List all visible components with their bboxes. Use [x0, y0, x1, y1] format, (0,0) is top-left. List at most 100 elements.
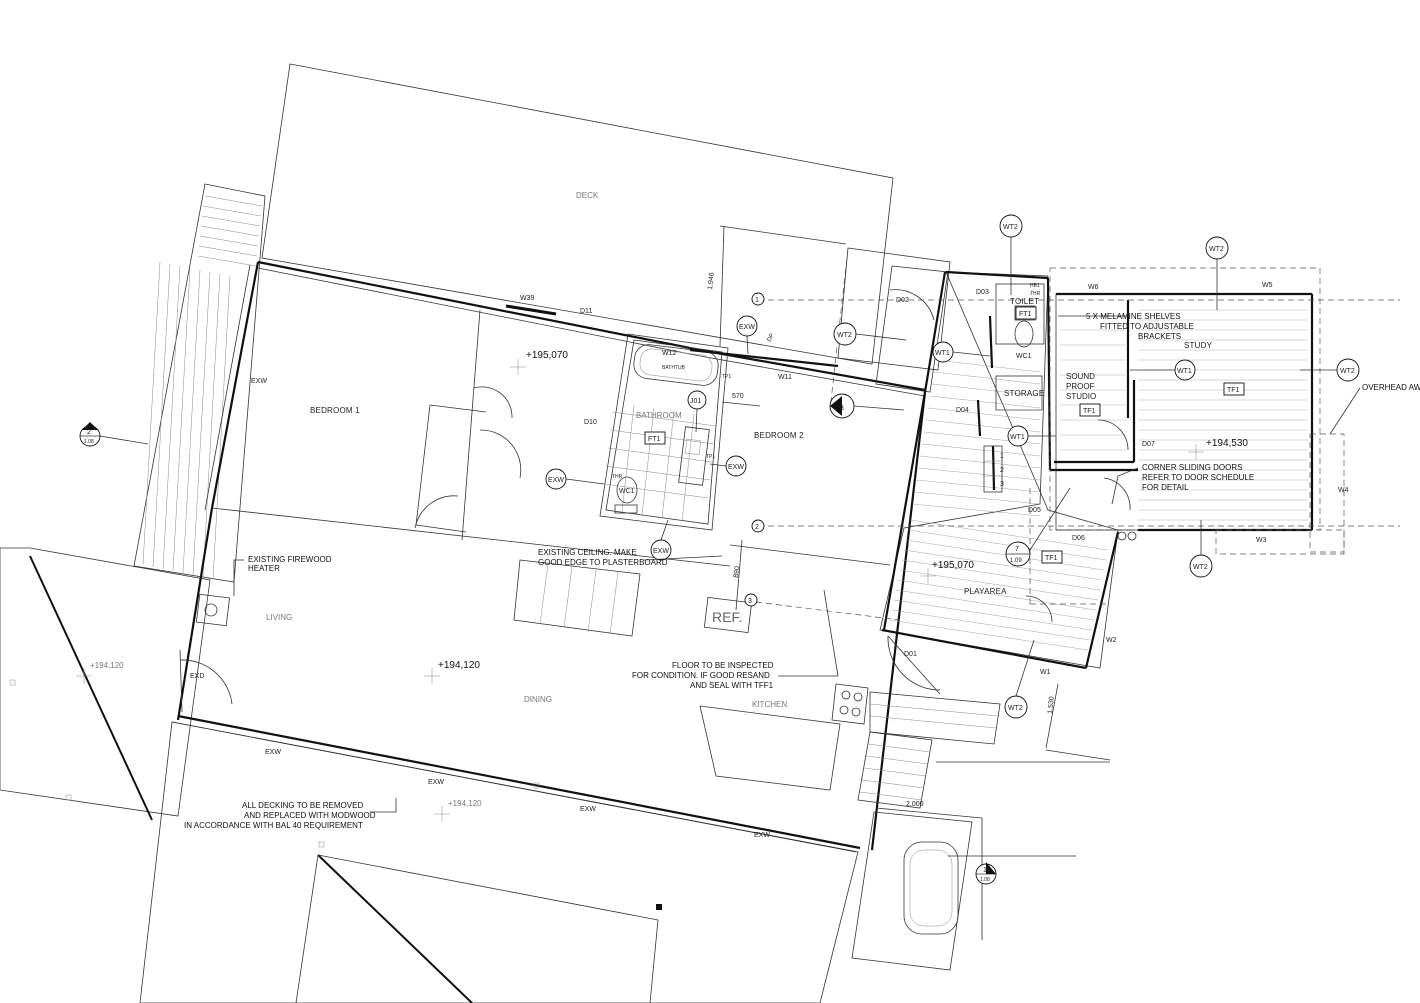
label-w39: W39	[520, 295, 535, 302]
room-label-dining: DINING	[524, 695, 552, 704]
svg-text:EXW: EXW	[653, 548, 669, 555]
room-label-studio: SOUND PROOF STUDIO	[1066, 372, 1096, 401]
dim-890: 890	[733, 566, 741, 578]
label-tp1-a: TP1	[722, 374, 731, 380]
dim-1946: 1,946	[707, 272, 716, 290]
room-label-bedroom2: BEDROOM 2	[754, 431, 804, 440]
level-study: +194,530	[1206, 438, 1248, 449]
label-hb1: HB1	[1030, 283, 1040, 289]
label-d10: D10	[584, 419, 597, 426]
label-exw-wall-3: EXW	[580, 806, 596, 813]
section-3-number: 3	[840, 405, 844, 412]
dim-570: 570	[732, 393, 744, 400]
room-label-bathroom: BATHROOM	[636, 411, 682, 420]
note-firewood: EXISTING FIREWOOD HEATER	[233, 555, 332, 596]
svg-text:J01: J01	[690, 398, 701, 405]
deck-area: DECK	[261, 63, 894, 365]
svg-text:5 X MELAMINE SHELVES: 5 X MELAMINE SHELVES	[1086, 312, 1181, 321]
tag-wt2-study-bottom: WT2	[1189, 520, 1213, 578]
level-markers: +195,070 +194,120 +195,070 +194,530	[76, 350, 1248, 822]
stair-2: 2	[1000, 467, 1004, 474]
tag-ft1-bath: FT1	[648, 436, 661, 443]
svg-text:OVERHEAD AW: OVERHEAD AW	[1362, 383, 1420, 392]
section-2-ref: 1.08	[84, 439, 94, 445]
tag-wc1-bath: WC1	[619, 488, 635, 495]
label-bathtub: BATHTUB	[662, 365, 686, 371]
label-d05: D05	[1028, 507, 1041, 514]
grid-marker-1	[751, 292, 765, 306]
note-sliding: CORNER SLIDING DOORS REFER TO DOOR SCHED…	[1111, 463, 1254, 505]
svg-text:BRACKETS: BRACKETS	[1138, 332, 1181, 341]
svg-text:REFER TO DOOR SCHEDULE: REFER TO DOOR SCHEDULE	[1142, 473, 1254, 482]
svg-text:WT1: WT1	[1010, 434, 1025, 441]
note-ceiling: EXISTING CEILING. MAKE GOOD EDGE TO PLAS…	[538, 548, 723, 567]
svg-text:AND SEAL WITH TFF1: AND SEAL WITH TFF1	[690, 681, 774, 690]
label-d04: D04	[956, 407, 969, 414]
section-7-number: 7	[1015, 546, 1019, 553]
label-exw-wall-2: EXW	[428, 779, 444, 786]
room-label-playarea: PLAYAREA	[964, 587, 1007, 596]
side-deck	[133, 183, 266, 583]
section-1-number: 1	[983, 867, 987, 874]
room-label-living: LIVING	[266, 613, 292, 622]
level-deck-left: +194,120	[90, 661, 124, 670]
tag-wt2-toilet: WT2	[999, 214, 1023, 295]
label-d02: D02	[896, 297, 909, 304]
room-label-bedroom1: BEDROOM 1	[310, 406, 360, 415]
grid-marker-3	[744, 593, 758, 607]
svg-text:CORNER SLIDING DOORS: CORNER SLIDING DOORS	[1142, 463, 1242, 472]
level-dining: +194,120	[438, 660, 480, 671]
note-overhead: OVERHEAD AW	[1329, 383, 1420, 435]
svg-text:FOR CONDITION. IF GOOD RESAND: FOR CONDITION. IF GOOD RESAND	[632, 671, 770, 680]
tag-ft1-toilet: FT1	[1019, 311, 1032, 318]
level-bedroom: +195,070	[526, 350, 568, 361]
tag-exw-right: EXW	[709, 455, 747, 477]
tag-wt2-left: WT2	[833, 322, 907, 346]
label-exw-wall-4: EXW	[754, 832, 770, 839]
opening-labels: W39 D11 W12 BATHTUB W11 D10 D02 D03 D04 …	[190, 282, 1349, 839]
svg-text:WT1: WT1	[935, 350, 950, 357]
note-decking: ALL DECKING TO BE REMOVED AND REPLACED W…	[184, 798, 397, 830]
level-deck-front: +194,120	[448, 799, 482, 808]
outdoor-bath	[851, 811, 1076, 971]
label-exw-wall-left: EXW	[251, 378, 267, 385]
section-marker-3: 3	[829, 393, 905, 419]
svg-text:WT1: WT1	[1177, 368, 1192, 375]
label-dp: DP	[767, 333, 776, 343]
dim-1530: 1,530	[1047, 696, 1056, 714]
svg-text:WT2: WT2	[1193, 564, 1208, 571]
label-exw-wall-1: EXW	[265, 749, 281, 756]
tag-wc1-toilet: WC1	[1016, 353, 1032, 360]
grid-label-1: 1	[755, 297, 759, 304]
room-label-deck: DECK	[576, 191, 599, 200]
label-w12: W12	[662, 350, 677, 357]
label-exd: EXD	[190, 673, 204, 680]
label-d01: D01	[904, 651, 917, 658]
svg-text:EXW: EXW	[739, 324, 755, 331]
section-2-number: 2	[87, 429, 91, 436]
tag-tf1-study: TF1	[1227, 387, 1240, 394]
lower-left-deck: +194,120	[0, 547, 211, 821]
section-1-ref: 1.08	[980, 877, 990, 883]
section-marker-2: 2 1.08	[79, 422, 149, 447]
room-label-kitchen: KITCHEN	[752, 700, 787, 709]
svg-text:EXW: EXW	[548, 477, 564, 484]
tag-exw-left: EXW	[545, 468, 605, 490]
svg-text:FOR DETAIL: FOR DETAIL	[1142, 483, 1189, 492]
label-w6: W6	[1088, 284, 1099, 291]
label-d03: D03	[976, 289, 989, 296]
level-playarea: +195,070	[932, 560, 974, 571]
svg-text:EXISTING CEILING. MAKE: EXISTING CEILING. MAKE	[538, 548, 637, 557]
study-hatch	[1060, 309, 1308, 521]
tag-wt1-b: WT1	[1130, 359, 1196, 381]
tag-tf1-studio: TF1	[1083, 408, 1096, 415]
svg-text:WT2: WT2	[837, 332, 852, 339]
extension	[829, 247, 1138, 809]
rect-tags: FT1 FT1 TF1 TF1 TF1 WC1 WC1 REF.	[619, 306, 1245, 625]
label-w5: W5	[1262, 282, 1273, 289]
room-label-storage: STORAGE	[1004, 389, 1044, 398]
stair-1: 1	[1000, 453, 1004, 460]
tag-wt2-study: WT2	[1205, 236, 1229, 310]
label-w1: W1	[1040, 669, 1051, 676]
